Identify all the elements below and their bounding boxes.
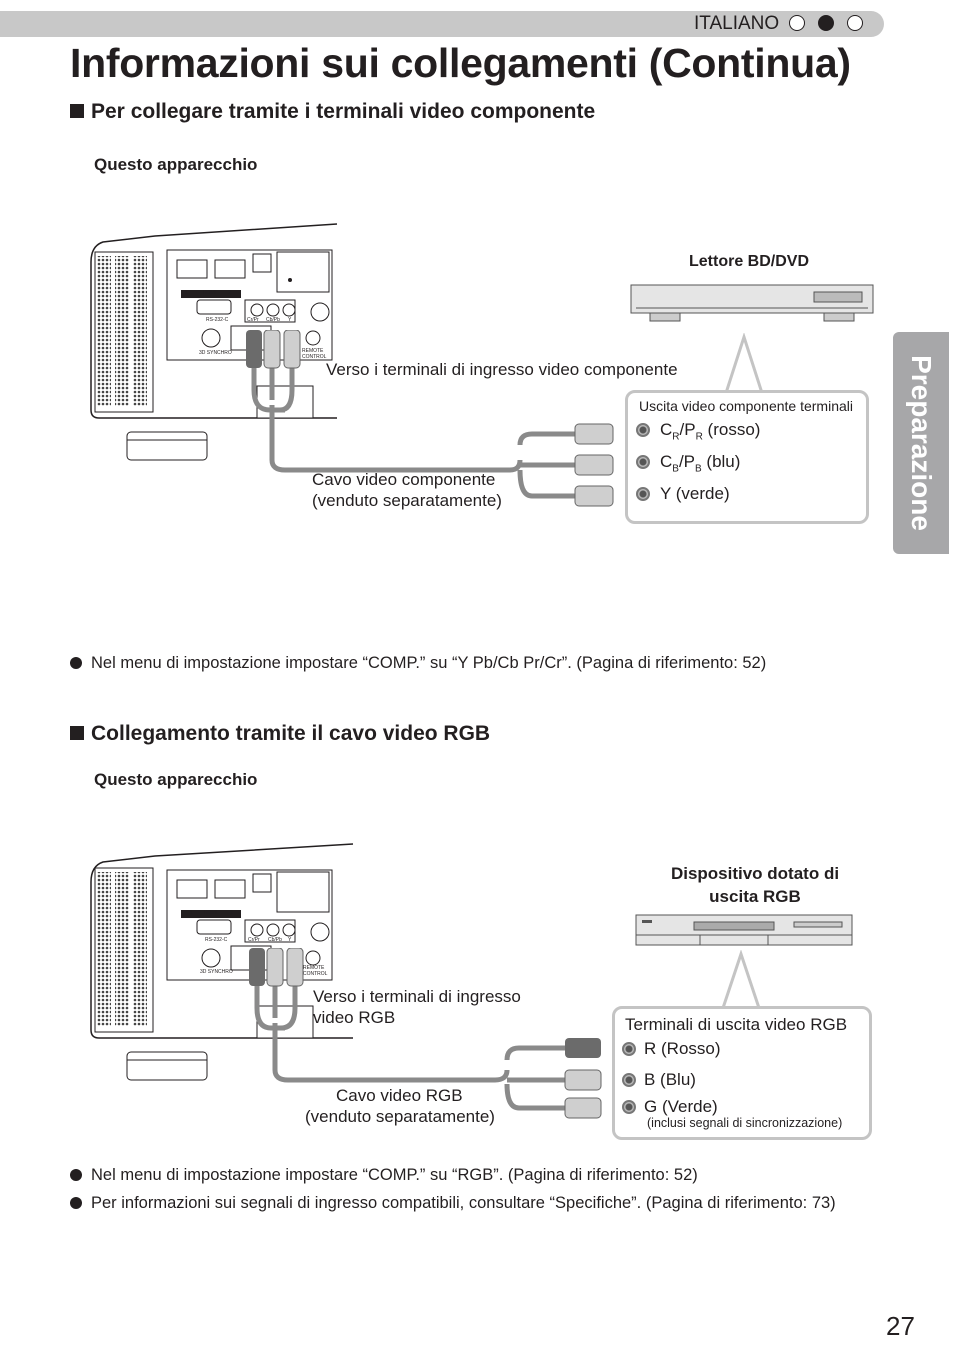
rgb-source-line1: Dispositivo dotato di — [670, 864, 840, 883]
red-jack-icon — [636, 423, 650, 437]
remote-label: REMOTE CONTROL — [302, 348, 327, 360]
component-cable-1 — [246, 330, 614, 507]
y-label: Y — [288, 317, 292, 323]
section2-arrow-line1: Verso i terminali di ingresso — [313, 987, 521, 1006]
section2-heading: Collegamento tramite il cavo video RGB — [70, 722, 490, 746]
row-r: R (Rosso) — [622, 1039, 721, 1059]
square-bullet-icon — [70, 726, 84, 740]
section1-heading-text: Per collegare tramite i terminali video … — [91, 100, 596, 123]
g-note: (inclusi segnali di sincronizzazione) — [647, 1116, 843, 1130]
cb-label: (blu) — [701, 452, 741, 471]
bd-player-drawing — [630, 284, 874, 322]
section2-callout-title: Terminali di uscita video RGB — [625, 1015, 848, 1034]
side-tab-label: Preparazione — [906, 355, 937, 531]
section1-callout — [625, 390, 869, 524]
cr-text: C — [660, 420, 673, 439]
page-title: Informazioni sui collegamenti (Continua) — [70, 40, 851, 86]
green-jack-icon — [636, 487, 650, 501]
g-jack-icon — [622, 1100, 636, 1114]
language-dot-1-icon — [789, 15, 805, 31]
rs232-label: RS-232-C — [205, 937, 228, 943]
square-bullet-icon — [70, 104, 84, 118]
row-cr-pr: CR/PR (rosso) — [636, 420, 760, 442]
rs232-label: RS-232-C — [206, 317, 229, 323]
hdmi-label: HDMI — [203, 290, 216, 296]
callout-pointer-2 — [721, 950, 761, 1009]
hdmi-1-label: 1 — [185, 290, 188, 296]
section2-cable-line1: Cavo video RGB — [336, 1086, 463, 1105]
section1-callout-title: Uscita video componente terminali — [639, 398, 853, 414]
blue-jack-icon — [636, 455, 650, 469]
callout-pointer-1 — [724, 333, 764, 394]
player-label: Lettore BD/DVD — [689, 253, 810, 270]
g-text: G (Verde) — [644, 1097, 718, 1116]
cb-sub: B — [672, 463, 679, 475]
synchro-label: 3D SYNCHRO — [200, 969, 233, 975]
section2-note2-text: Per informazioni sui segnali di ingresso… — [91, 1194, 836, 1212]
crpr-label: Cr/Pr — [247, 317, 259, 323]
pr-text: /P — [679, 420, 696, 439]
section2-arrow-line2: video RGB — [313, 1008, 396, 1027]
language-dot-3-icon — [847, 15, 863, 31]
section2-heading-text: Collegamento tramite il cavo video RGB — [91, 722, 491, 745]
rgb-device-drawing — [635, 914, 853, 946]
y-text: Y (verde) — [660, 484, 730, 503]
pr-sub: R — [695, 431, 703, 443]
rgb-cable-2 — [249, 948, 602, 1119]
pb-sub: B — [695, 463, 702, 475]
pb-text: /P — [678, 452, 696, 471]
cbpb-label: Cb/Pb — [266, 317, 280, 323]
rgb-source-label: Dispositivo dotato di uscita RGB — [655, 862, 855, 908]
language-dot-2-icon — [818, 15, 834, 31]
row-b: B (Blu) — [622, 1070, 696, 1090]
section1-arrow-label: Verso i terminali di ingresso video comp… — [326, 360, 678, 379]
bullet-icon — [70, 657, 82, 669]
bullet-icon — [70, 1197, 82, 1209]
r-text: R (Rosso) — [644, 1039, 721, 1058]
section1-cable-line2: (venduto separatamente) — [312, 491, 502, 510]
cr-label: (rosso) — [702, 420, 761, 439]
language-label: ITALIANO — [694, 13, 780, 34]
header-bar — [0, 11, 884, 37]
side-tab: Preparazione — [893, 332, 949, 554]
section2-note1-text: Nel menu di impostazione impostare “COMP… — [91, 1166, 698, 1184]
cr-sub: R — [672, 431, 680, 443]
section1-cable-line1: Cavo video componente — [312, 470, 496, 489]
section1-device-label: Questo apparecchio — [94, 155, 258, 174]
remote-label: REMOTE CONTROL — [303, 965, 328, 977]
row-g: G (Verde) — [622, 1097, 718, 1117]
hdmi-2-label: 2 — [230, 910, 233, 916]
projector-rear-panel-1 — [90, 223, 338, 461]
hdmi-label: HDMI — [204, 910, 217, 916]
section1-heading: Per collegare tramite i terminali video … — [70, 100, 595, 124]
section1-note-text: Nel menu di impostazione impostare “COMP… — [91, 654, 767, 672]
b-jack-icon — [622, 1073, 636, 1087]
row-cb-pb: CB/PB (blu) — [636, 452, 740, 474]
crpr-label: Cr/Pr — [248, 937, 260, 943]
rgb-source-line2: uscita RGB — [709, 887, 801, 906]
section1-note: Nel menu di impostazione impostare “COMP… — [70, 654, 766, 673]
hdmi-2-label: 2 — [228, 290, 231, 296]
section2-note1: Nel menu di impostazione impostare “COMP… — [70, 1166, 698, 1185]
page-number: 27 — [886, 1311, 915, 1341]
b-text: B (Blu) — [644, 1070, 696, 1089]
bullet-icon — [70, 1169, 82, 1181]
section2-callout — [612, 1006, 872, 1140]
row-y: Y (verde) — [636, 484, 730, 504]
cbpb-label: Cb/Pb — [268, 937, 282, 943]
synchro-label: 3D SYNCHRO — [199, 350, 232, 356]
cb-text: C — [660, 452, 673, 471]
section2-cable-line2: (venduto separatamente) — [305, 1107, 495, 1126]
y-label: Y — [288, 937, 292, 943]
section2-note2: Per informazioni sui segnali di ingresso… — [70, 1194, 836, 1213]
r-jack-icon — [622, 1042, 636, 1056]
hdmi-1-label: 1 — [190, 910, 193, 916]
section2-device-label: Questo apparecchio — [94, 770, 258, 789]
